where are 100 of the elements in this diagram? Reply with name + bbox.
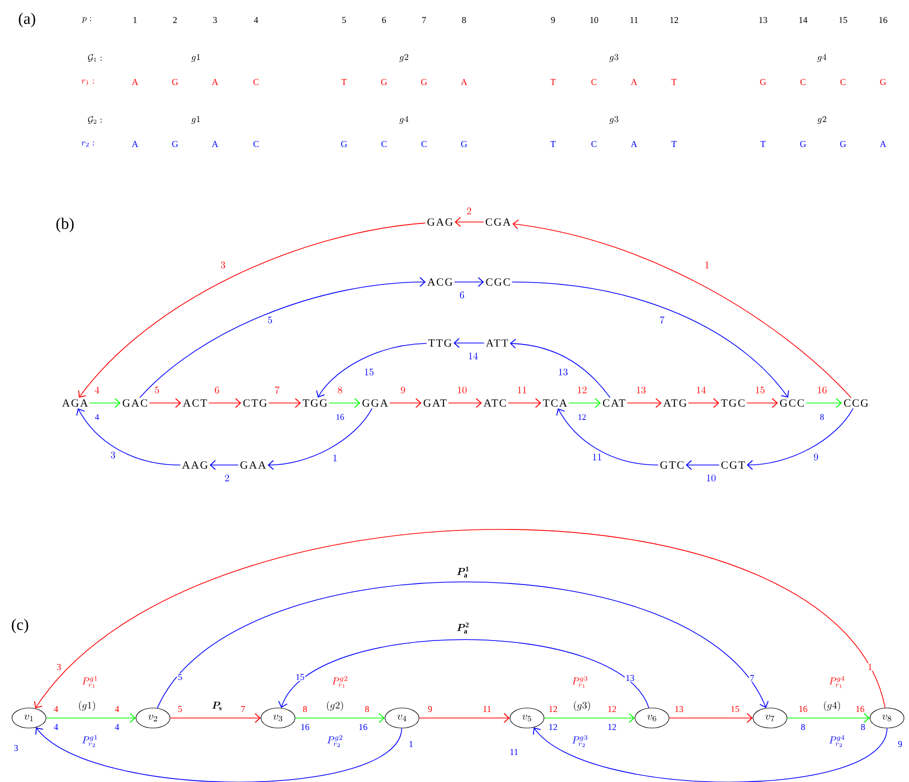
kmer-label: CAT [602,399,626,407]
nucleotide-letter: A [630,141,638,147]
position-number: 4 [254,17,258,23]
arrow [746,408,854,470]
position-number: 4 [95,414,99,420]
nucleotide-letter: G [461,140,467,148]
nucleotide-letter: G [172,78,178,86]
position-number: 5 [178,706,182,712]
nucleotide-letter: T [760,141,766,147]
edge-label: $11$ [591,452,603,462]
position-number: 15 [294,673,306,681]
position-number: 4 [114,724,120,730]
kmer-label: GTC [660,461,684,469]
arrow [418,713,510,723]
arrow [512,219,852,398]
position-number: 9 [428,706,432,712]
position-number: 11 [510,749,518,755]
panel-label: (a) [18,12,36,28]
position-number: 13 [624,674,636,682]
position-number: 5 [176,673,184,681]
edge-label: $15$ [754,386,766,394]
edge-label: $(g3)$ [572,700,592,712]
arrow [668,713,753,723]
gene-label: $g3$ [609,54,618,62]
position-number: 16 [879,16,888,24]
position-number: 3 [56,663,62,671]
position-number: 10 [590,16,598,24]
nucleotide-letter: T [341,79,347,85]
position-number: 3 [14,744,18,752]
nucleotide-letter: C [253,78,258,86]
kmer-label: GAT [424,399,447,407]
nucleotide-letter: G [341,140,347,148]
arrow [454,217,484,227]
nucleotide-letter: C [421,140,426,148]
nucleotide-letter: G [800,140,806,148]
position-number: 8 [462,16,466,24]
arrow [76,408,181,466]
gene-label: $g1$ [191,116,200,124]
kmer-label: CCG [844,399,868,407]
genome-label: $\mathcal{G}_2 :$ [88,116,102,124]
gene-label: $g1$ [191,54,200,62]
position-number: 14 [799,17,808,23]
arrow [510,338,610,398]
arrow [508,398,542,408]
kmer-label: GCC [780,399,804,407]
read-label: $r_2:$ [82,141,94,146]
position-number: 11 [630,17,638,23]
nucleotide-letter: A [880,141,886,147]
read-label: $r_1:$ [82,79,94,84]
arrow [448,398,482,408]
position-number: 12 [608,724,616,730]
position-number: 12 [670,17,678,23]
arrow [556,408,659,466]
position-number: 5 [342,17,346,23]
path-label: $P_{r_1}^{g3}$ [572,676,588,688]
arrow [686,460,720,470]
edge-label: $16$ [816,386,828,394]
kmer-label: CGC [486,278,510,286]
edge-label: $9$ [812,452,820,462]
arrow [568,398,601,408]
nucleotide-letter: T [671,141,677,147]
arrow [746,398,778,408]
arrow [139,277,426,398]
edge-label: $\boldsymbol{P}_{\mathbf{a}}^{\mathbf{2}}$ [456,622,470,634]
position-number: 1 [410,741,413,747]
kmer-label: ATG [663,399,686,407]
arrow [454,338,485,348]
edge-label: $7$ [274,386,280,394]
nucleotide-letter: C [381,140,386,148]
position-number: 8 [303,706,307,712]
position-number: 12 [608,706,616,712]
position-number: 2 [173,17,177,23]
nucleotide-letter: T [550,141,556,147]
position-number: 16 [336,414,344,420]
kmer-label: TGG [302,399,328,407]
edge-label: $12$ [576,386,588,394]
arrow [532,728,888,782]
edge-label: $7$ [658,316,666,324]
arrow [294,713,385,723]
edge-label: $1$ [704,260,710,270]
position-number: 16 [301,724,310,730]
edge-label: $14$ [695,386,707,394]
kmer-label: GAC [122,399,148,407]
edge-label: $\boldsymbol{P}_{\mathbf{s}}$ [210,701,224,712]
kmer-label: TTG [428,339,452,347]
position-number: 12 [549,724,557,730]
arrow [278,639,650,708]
arrow [170,713,261,723]
position-number: 13 [759,16,768,24]
nucleotide-letter: C [591,78,597,86]
kmer-label: GAA [240,461,266,469]
path-label: $P_{r_1}^{g4}$ [829,676,844,688]
gene-label: $g4$ [399,116,408,124]
position-number: 8 [365,706,369,712]
panel-label: (b) [56,218,74,232]
arrow [512,282,789,398]
edge-label: $10$ [705,474,717,482]
arrow [544,713,635,723]
nucleotide-letter: A [630,79,638,85]
arrow [78,222,426,398]
